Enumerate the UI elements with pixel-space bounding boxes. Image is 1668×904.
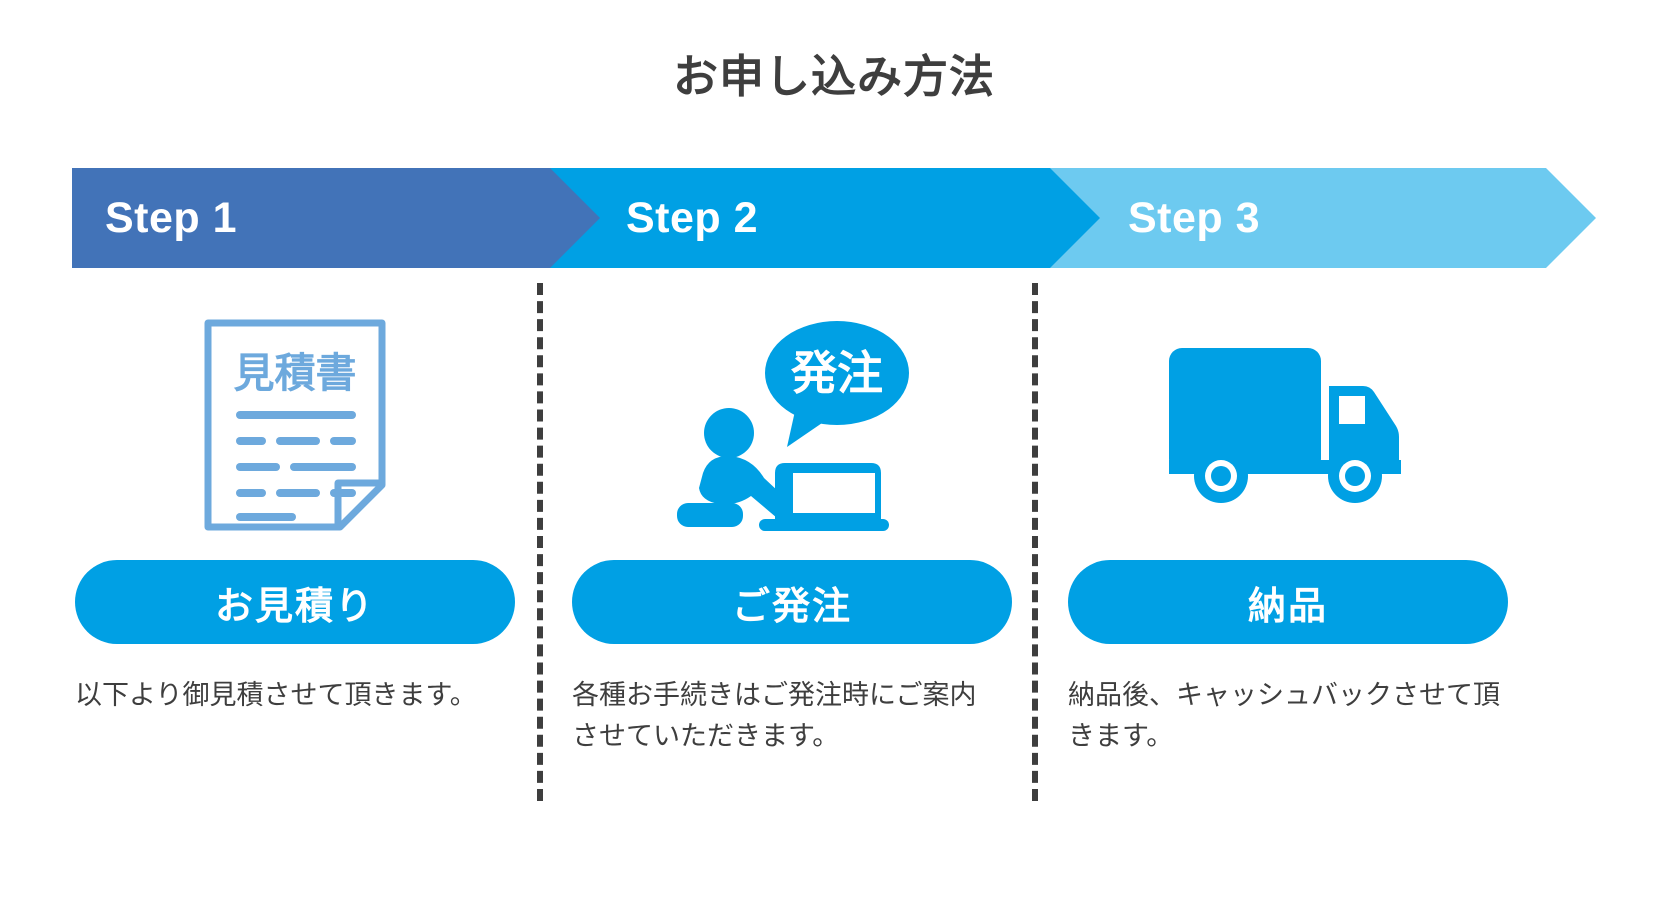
quote-document-heading: 見積書 bbox=[234, 349, 357, 397]
speech-bubble bbox=[765, 321, 909, 425]
truck-cargo-box bbox=[1169, 348, 1321, 472]
step-1-pill-button[interactable]: お見積り bbox=[75, 560, 515, 644]
column-divider-2 bbox=[1032, 283, 1038, 801]
person-head bbox=[704, 408, 754, 458]
step-column-3: 納品 納品後、キャッシュバックさせて頂きます。 bbox=[1068, 300, 1508, 757]
step-3-caption: 納品後、キャッシュバックさせて頂きます。 bbox=[1068, 680, 1500, 752]
step-2-caption: 各種お手続きはご発注時にご案内させていただきます。 bbox=[572, 680, 977, 752]
delivery-truck-icon bbox=[1169, 348, 1401, 503]
step-2-label: Step 2 bbox=[626, 193, 759, 242]
step-2-pill-button[interactable]: ご発注 bbox=[572, 560, 1012, 644]
step-2-pill-label: ご発注 bbox=[731, 583, 852, 628]
step-3-label: Step 3 bbox=[1128, 193, 1261, 242]
step-column-1: 見積書 お見積り 以下より御見積させて頂きます。 bbox=[75, 300, 515, 717]
step-3-pill-label: 納品 bbox=[1247, 583, 1328, 628]
speech-bubble-text: 発注 bbox=[791, 346, 883, 400]
step-arrow-2[interactable]: Step 2 bbox=[550, 168, 1112, 268]
step-1-icon-area: 見積書 bbox=[75, 300, 515, 550]
step-1-label: Step 1 bbox=[105, 193, 238, 242]
page-title: お申し込み方法 bbox=[672, 50, 995, 103]
person-laptop-order-icon: 発注 bbox=[677, 321, 909, 531]
step-arrow-band: Step 1 Step 2 Step 3 bbox=[72, 168, 1596, 268]
step-3-icon-area bbox=[1068, 300, 1508, 550]
column-divider-1 bbox=[537, 283, 543, 801]
step-arrow-3[interactable]: Step 3 bbox=[1050, 168, 1596, 268]
quote-document-icon: 見積書 bbox=[204, 319, 386, 531]
step-3-pill-button[interactable]: 納品 bbox=[1068, 560, 1508, 644]
step-1-caption: 以下より御見積させて頂きます。 bbox=[75, 680, 477, 711]
step-arrow-1[interactable]: Step 1 bbox=[72, 168, 612, 268]
laptop-base bbox=[759, 519, 889, 531]
step-1-pill-label: お見積り bbox=[214, 583, 375, 628]
step-2-icon-area: 発注 bbox=[572, 300, 1012, 550]
step-column-2: 発注 ご発注 各種お手続きはご発注時にご案内させていただきます。 bbox=[572, 300, 1012, 757]
person-body bbox=[699, 455, 797, 522]
